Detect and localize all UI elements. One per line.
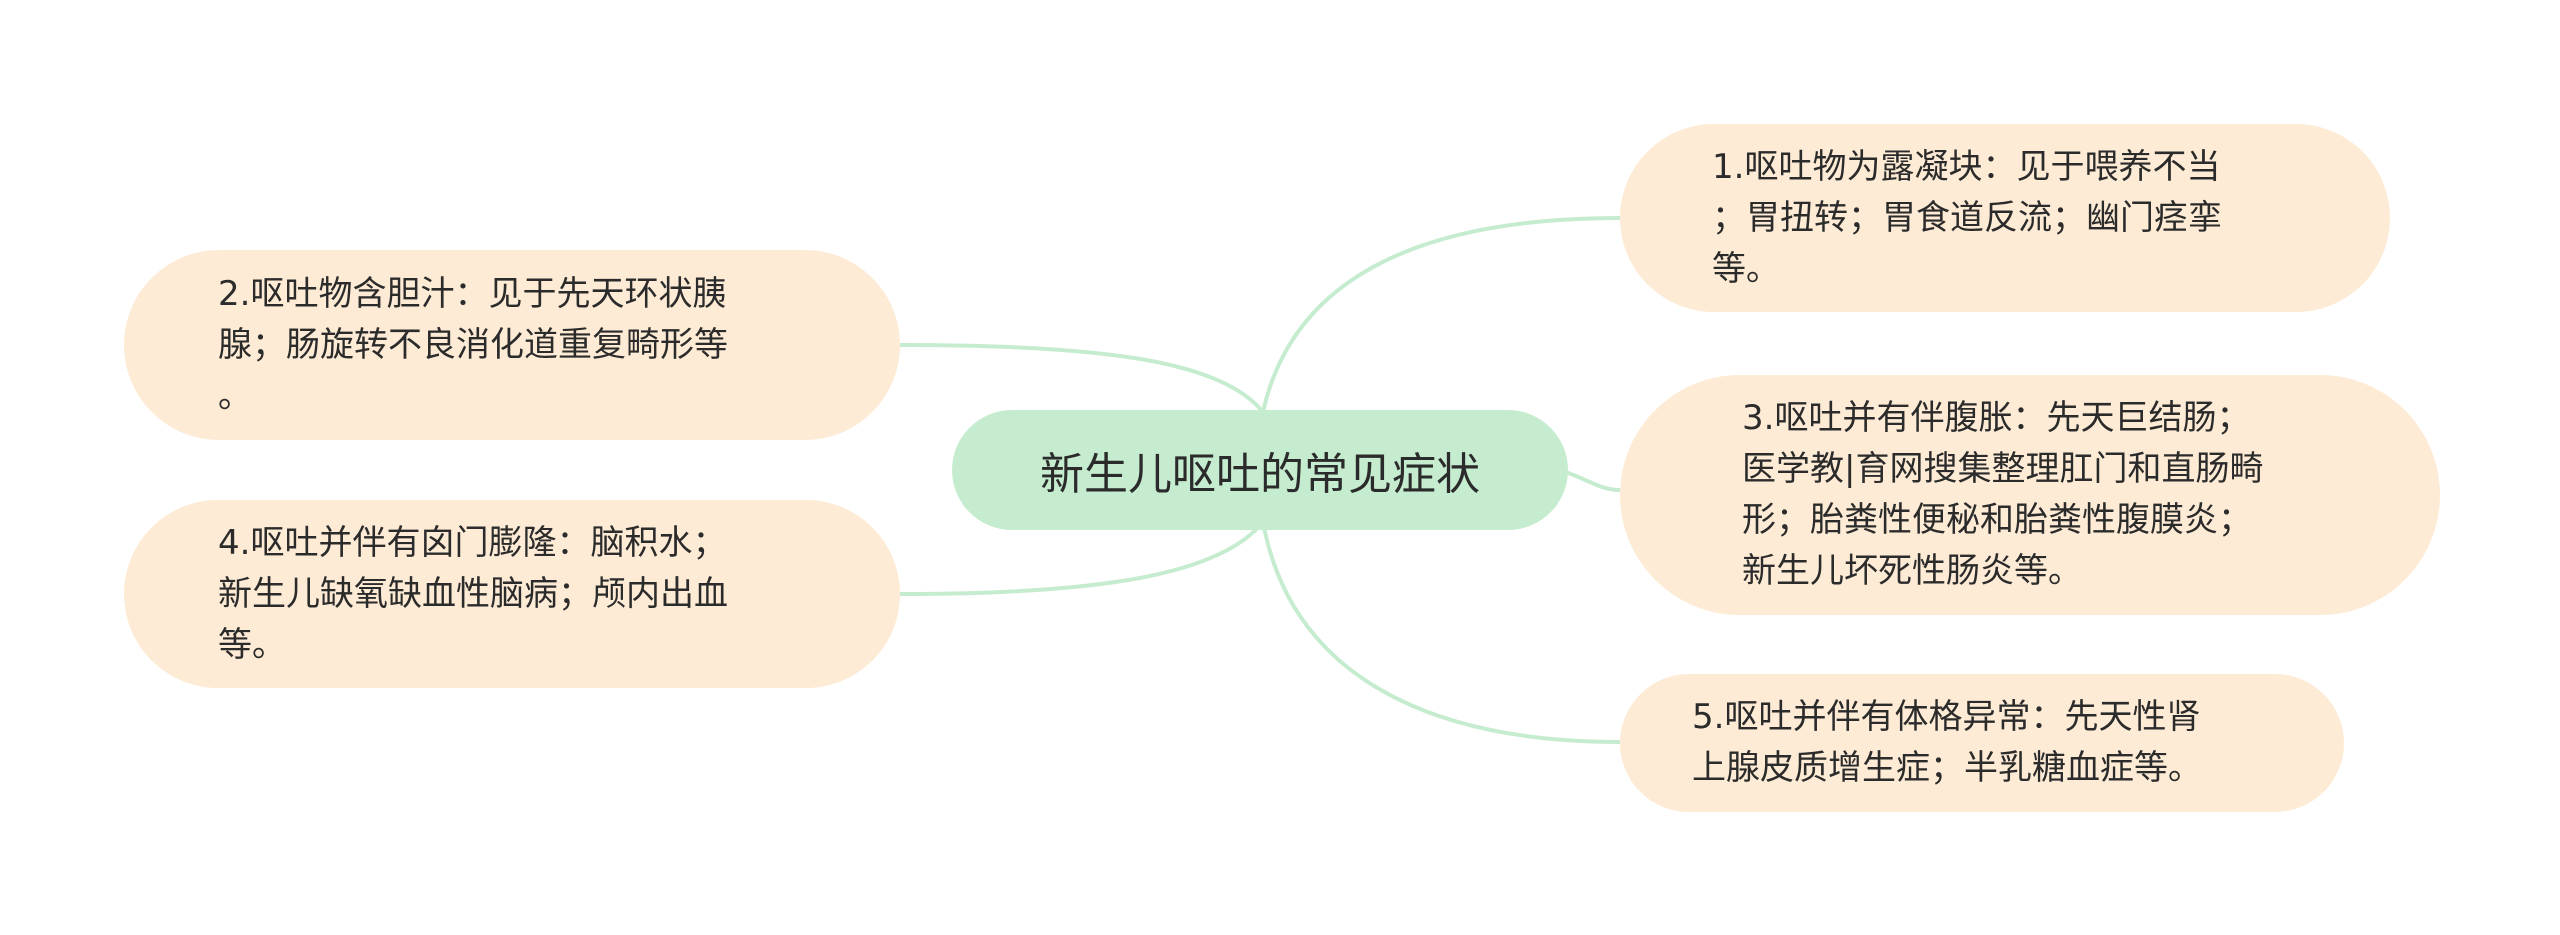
branch-node-2[interactable]: 2.呕吐物含胆汁：见于先天环状胰 腺；肠旋转不良消化道重复畸形等 。: [124, 250, 900, 440]
branch-node-4-label: 4.呕吐并伴有囟门膨隆：脑积水； 新生儿缺氧缺血性脑病；颅内出血 等。: [218, 522, 728, 665]
branch-node-4[interactable]: 4.呕吐并伴有囟门膨隆：脑积水； 新生儿缺氧缺血性脑病；颅内出血 等。: [124, 500, 900, 688]
branch-node-1-label: 1.呕吐物为露凝块：见于喂养不当 ；胃扭转；胃食道反流；幽门痉挛 等。: [1712, 146, 2222, 289]
connector-to-branch-4: [899, 520, 1265, 596]
connector-to-branch-2: [899, 343, 1265, 414]
connector-to-branch-3: [1559, 468, 1621, 492]
central-topic-label: 新生儿呕吐的常见症状: [1040, 449, 1480, 500]
connector-to-branch-1: [1261, 216, 1621, 413]
branch-node-2-label: 2.呕吐物含胆汁：见于先天环状胰 腺；肠旋转不良消化道重复畸形等 。: [218, 273, 728, 416]
branch-node-5-label: 5.呕吐并伴有体格异常：先天性肾 上腺皮质增生症；半乳糖血症等。: [1692, 697, 2202, 788]
connector-to-branch-5: [1261, 521, 1621, 744]
central-topic[interactable]: 新生儿呕吐的常见症状: [952, 410, 1568, 530]
branch-node-1[interactable]: 1.呕吐物为露凝块：见于喂养不当 ；胃扭转；胃食道反流；幽门痉挛 等。: [1620, 124, 2390, 312]
branch-node-3[interactable]: 3.呕吐并有伴腹胀：先天巨结肠； 医学教|育网搜集整理肛门和直肠畸 形；胎粪性便…: [1620, 375, 2440, 615]
branch-node-5[interactable]: 5.呕吐并伴有体格异常：先天性肾 上腺皮质增生症；半乳糖血症等。: [1620, 674, 2344, 812]
branch-node-3-label: 3.呕吐并有伴腹胀：先天巨结肠； 医学教|育网搜集整理肛门和直肠畸 形；胎粪性便…: [1742, 398, 2264, 591]
